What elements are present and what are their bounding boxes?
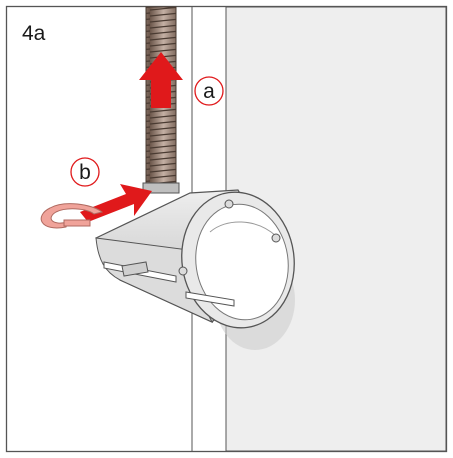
screw-top (224, 199, 234, 209)
callout-a-circle (194, 76, 224, 106)
retaining-ring-icon (40, 203, 104, 229)
screw-right (271, 233, 281, 243)
step-label: 4a (22, 22, 46, 45)
tab-rib (121, 261, 149, 277)
callout-b-label: b (79, 161, 91, 184)
rod-collar (142, 182, 180, 194)
flush-box (95, 189, 295, 329)
box-opening-inner (195, 203, 289, 321)
callout-a-label: a (203, 80, 215, 103)
callout-b-circle (70, 157, 100, 187)
screw-left (178, 266, 188, 276)
arrow-up-icon (139, 52, 183, 108)
slot-lower (185, 291, 235, 307)
